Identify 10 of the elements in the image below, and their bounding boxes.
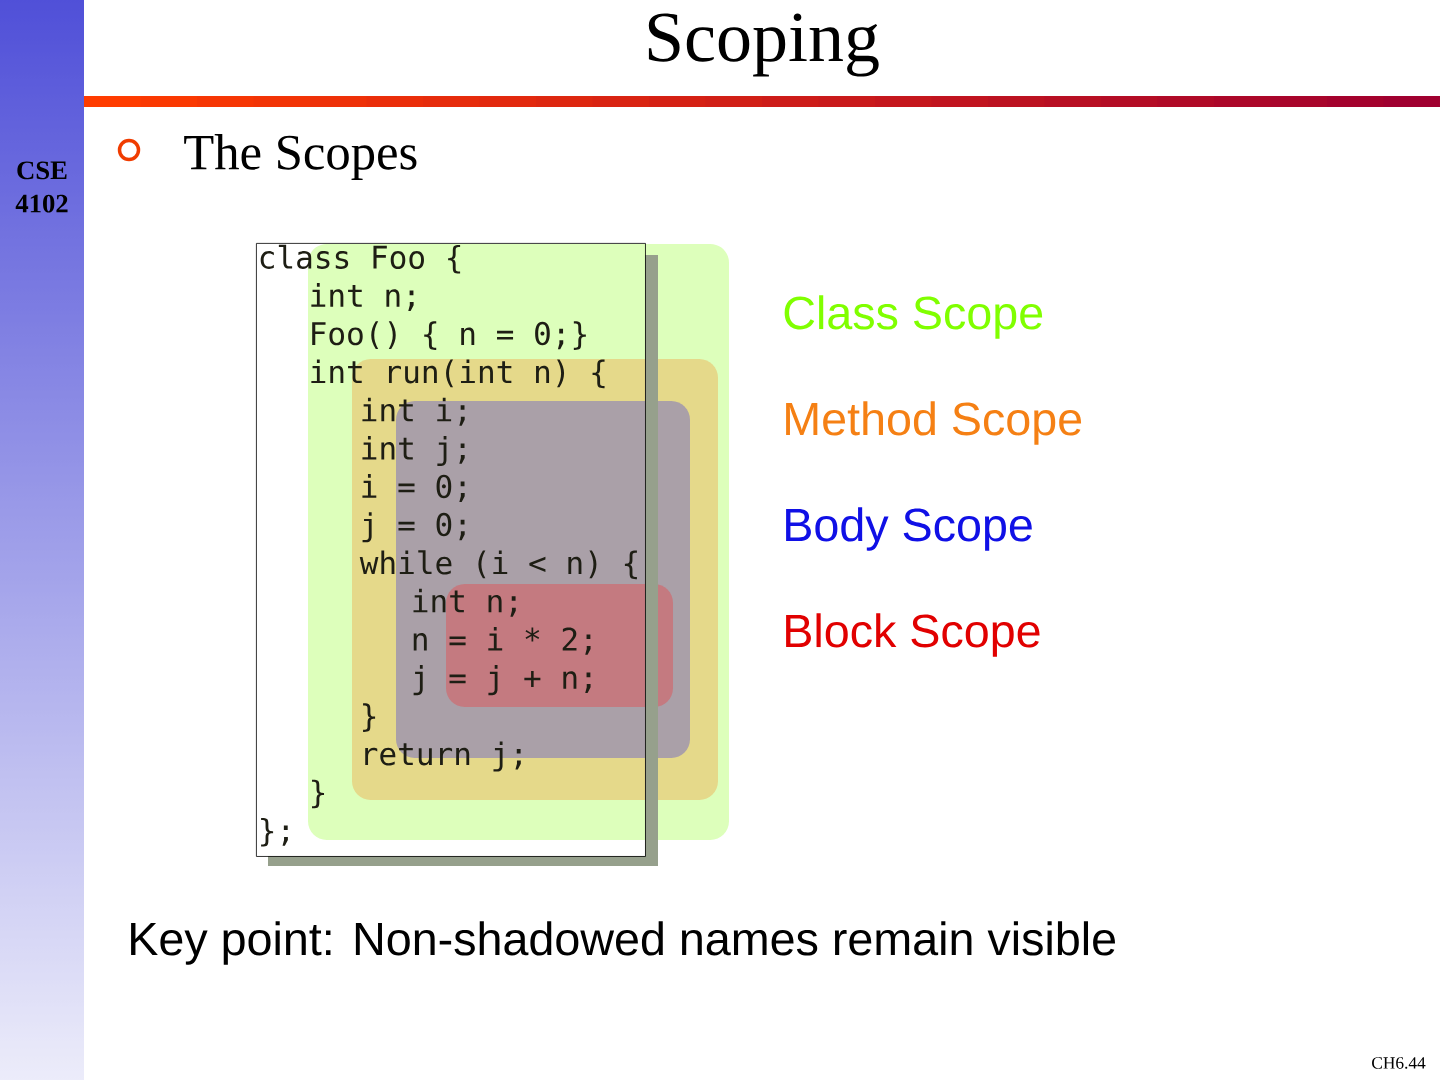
scope-label: Class Scope [784, 295, 1043, 339]
scope-label: Method Scope [786, 401, 1082, 445]
key-point-text: Key point: Non-shadowed names remain visible [131, 921, 1115, 965]
slide-title: Scoping [648, 13, 879, 77]
slide-number: CH6.44 [1372, 1057, 1426, 1069]
scope-label: Block Scope [786, 613, 1040, 657]
course-code: CSE 4102 [15, 161, 68, 213]
scope-label: Body Scope [786, 507, 1032, 551]
code-listing: class Foo { int n; Foo() { n = 0;} int run(int n) { int i; int j; i = 0; j = 0; while (i < n) { int n; n = i * 2; j = j + n; } return j; } }; [256, 243, 646, 857]
bullet-text: The Scopes [184, 134, 417, 180]
